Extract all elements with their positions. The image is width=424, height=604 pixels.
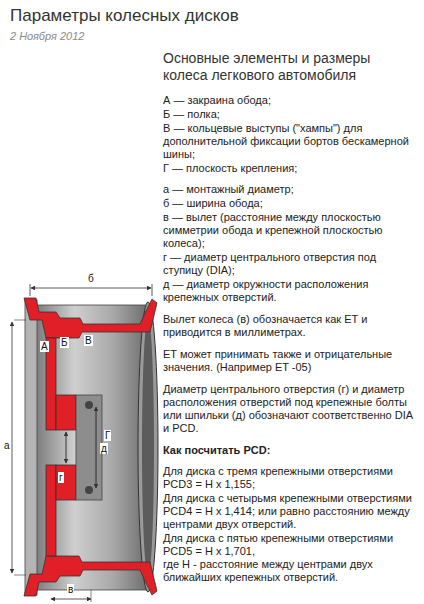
- extension-line: [14, 320, 26, 321]
- dimension-line: [51, 599, 91, 600]
- text-column: Основные элементы и размеры колеса легко…: [163, 50, 418, 584]
- description-text: Для диска с тремя крепежными отверстиями…: [163, 465, 418, 491]
- section-heading: Основные элементы и размеры колеса легко…: [163, 50, 418, 84]
- rim-inner: [142, 319, 154, 575]
- rim-flange-right: [138, 302, 158, 592]
- description-text: д — диаметр окружности расположения креп…: [163, 278, 418, 304]
- callout-letter: Г: [104, 430, 111, 441]
- description-text: б — ширина обода;: [163, 197, 418, 210]
- description-text: Для диска с пятью крепежными отверстиями…: [163, 532, 418, 558]
- mounting-face: [76, 395, 102, 500]
- description-text: г — диаметр центрального отверстия под с…: [163, 251, 418, 277]
- description-text: Г — плоскость крепления;: [163, 162, 418, 175]
- callout-letter: б: [87, 273, 95, 284]
- extension-line: [91, 590, 92, 602]
- description-text: А — закраина обода;: [163, 94, 418, 107]
- extension-line: [152, 284, 153, 296]
- callout-letter: Б: [60, 337, 69, 348]
- description-text: где H - расстояние между центрами двух б…: [163, 558, 418, 584]
- subheading: Как посчитать PCD:: [163, 444, 418, 457]
- callout-letter: г: [58, 472, 64, 483]
- bolt-hole: [85, 486, 93, 494]
- callout-letter: А: [40, 341, 49, 352]
- dimension-line: [96, 407, 97, 488]
- callout-letter: д: [100, 443, 108, 454]
- extension-line: [30, 284, 31, 296]
- description-text: ET может принимать также и отрицательные…: [163, 348, 418, 374]
- description-text: Б — полка;: [163, 108, 418, 121]
- description-text: Диаметр центрального отверстия (г) и диа…: [163, 383, 418, 435]
- dimension-line: [31, 288, 151, 289]
- extension-line: [14, 575, 26, 576]
- description-text: В — кольцевые выступы ("хампы") для допо…: [163, 122, 418, 161]
- rim-barrel: [35, 305, 147, 590]
- description-text: а — монтажный диаметр;: [163, 183, 418, 196]
- page-title: Параметры колесных дисков: [10, 6, 239, 26]
- callout-letter: а: [3, 440, 11, 451]
- description-text: Вылет колеса (в) обозначается как ET и п…: [163, 313, 418, 339]
- callout-letter: в: [67, 584, 74, 595]
- description-text: в — вылет (расстояние между плоскостью с…: [163, 211, 418, 250]
- callout-letter: В: [84, 335, 93, 346]
- dimension-line: [66, 432, 67, 463]
- dimension-line: [12, 322, 13, 573]
- date-stamp: 2 Ноября 2012: [10, 30, 84, 42]
- bolt-hole: [85, 401, 93, 409]
- disc-section-lower: [46, 465, 56, 556]
- rim-section-top: [24, 298, 157, 338]
- hub-flange-upper: [56, 395, 76, 430]
- rim-flange-left: [25, 300, 37, 595]
- description-text: Для диска с четырьмя крепежными отверсти…: [163, 492, 418, 531]
- hub-flange-lower: [56, 465, 76, 500]
- rim-section-bottom: [24, 556, 157, 596]
